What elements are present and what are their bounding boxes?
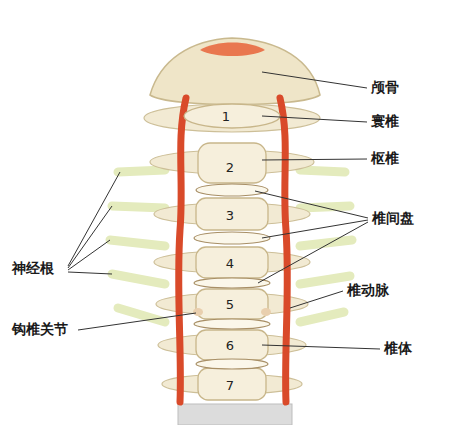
leader-lines <box>68 72 380 349</box>
vertebra-processes <box>144 104 320 394</box>
skull-base <box>150 38 320 105</box>
callout-number: 6 <box>226 339 234 352</box>
vertebral-bodies <box>184 104 280 400</box>
vertebral-arteries <box>179 98 288 402</box>
model-stand <box>178 404 292 425</box>
part-label: 枢椎 <box>371 151 399 166</box>
callout-number: 2 <box>226 161 234 174</box>
part-label: 神经根 <box>12 261 54 276</box>
part-label: 颅骨 <box>371 80 399 95</box>
intervertebral-discs <box>194 184 270 369</box>
callout-number: 5 <box>226 298 234 311</box>
callout-number: 3 <box>226 209 234 222</box>
part-label: 椎间盘 <box>372 211 414 226</box>
skull-red-detail <box>200 43 265 57</box>
part-label: 椎动脉 <box>347 283 389 298</box>
part-label: 寰椎 <box>371 114 399 129</box>
callout-number: 1 <box>222 110 230 123</box>
nerve-roots <box>110 170 352 322</box>
part-label: 钩椎关节 <box>12 322 68 337</box>
part-label: 椎体 <box>384 341 412 356</box>
callout-number: 4 <box>226 257 234 270</box>
callout-number: 7 <box>226 379 234 392</box>
